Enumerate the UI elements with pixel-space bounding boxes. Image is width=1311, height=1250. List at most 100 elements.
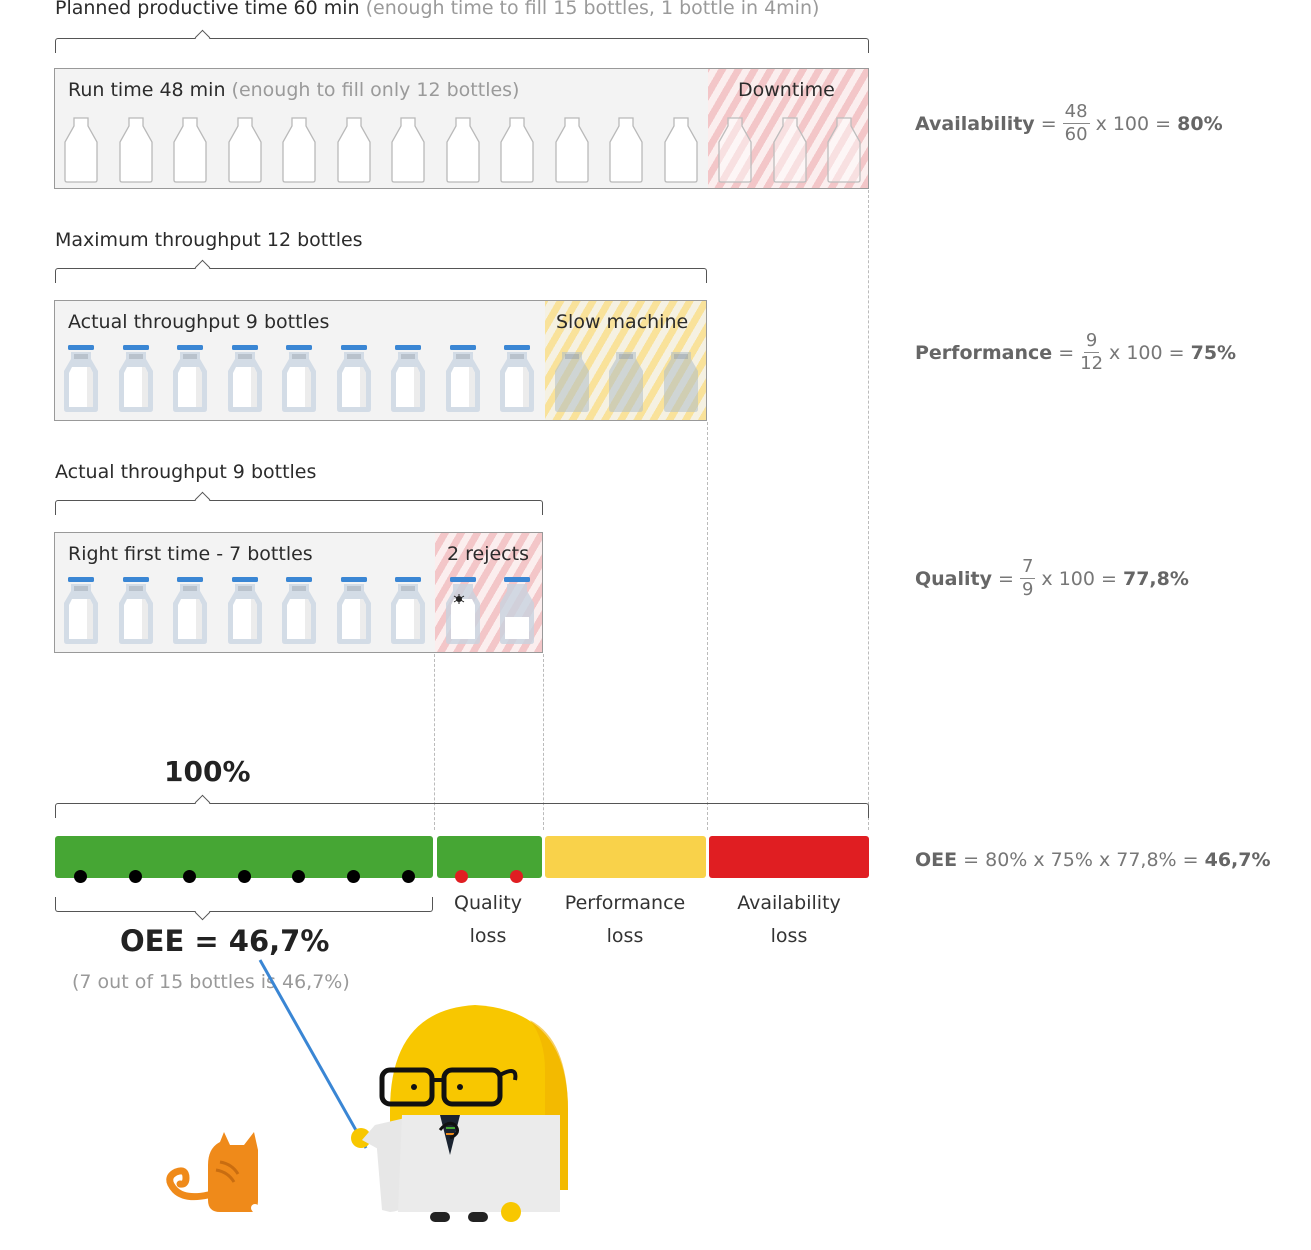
missing-bottle-icon [606,345,646,413]
empty-bottle-icon [225,116,265,184]
slow-machine-label: Slow machine [556,311,689,333]
denominator: 9 [1021,579,1034,600]
multiplier: x 100 = [1109,341,1185,364]
missing-bottle-icon [552,345,592,413]
milk-bottle-icon [443,345,483,413]
empty-bottle-icon [334,116,374,184]
contaminated-bottle-icon [443,577,483,645]
availability-loss-label: Availability loss [709,887,869,953]
downtime-bottle-icon [824,116,864,184]
performance-loss-label: Performance loss [545,887,705,953]
underfilled-bottle-icon [497,577,537,645]
empty-bottle-icon [279,116,319,184]
milk-bottle-icon [170,345,210,413]
eq: = [1058,341,1075,364]
milk-bottle-icon [388,577,428,645]
oee-name: OEE [915,849,958,871]
empty-bottle-icon [497,116,537,184]
run-time-note: (enough to fill only 12 bottles) [231,79,520,101]
empty-bottle-icon [170,116,210,184]
milk-bottle-icon [497,345,537,413]
actual-throughput-brace [55,491,543,515]
empty-bottle-icon [606,116,646,184]
actual-throughput-label: Actual throughput 9 bottles [68,311,330,333]
milk-bottle-icon [334,345,374,413]
cat-icon [166,1132,259,1212]
availability-loss-bar [709,836,869,878]
empty-bottle-icon [443,116,483,184]
guide-line [543,654,544,830]
milk-bottle-icon [225,345,265,413]
good-bottle-dot [128,870,142,883]
line: loss [469,925,507,947]
performance-loss-bar [545,836,706,878]
good-bottle-dot [347,870,360,883]
rejects-label: 2 rejects [447,543,529,565]
good-bottle-dot [183,870,197,883]
oee-formula: OEE = 80% x 75% x 77,8% = 46,7% [915,849,1271,871]
oee-result-label: OEE = 46,7% [120,924,330,958]
eq: = [998,567,1014,590]
good-bottle-dot [401,870,415,883]
professor-illustration [166,959,568,1222]
milk-bottle-icon [334,577,374,645]
quality-result: 77,8% [1122,567,1189,590]
line: Quality [454,892,522,914]
availability-name: Availability [915,112,1035,135]
downtime-bottle-icon [715,116,755,184]
line: Performance [564,892,686,914]
actual-throughput-title: Actual throughput 9 bottles [55,461,317,483]
good-bottle-dot [292,870,306,883]
good-bottle-dot [74,870,87,883]
empty-bottle-icon [388,116,428,184]
oee-expression: = 80% x 75% x 77,8% = [963,849,1199,871]
line: loss [606,925,644,947]
planned-time-title: Planned productive time 60 min (enough t… [55,0,819,19]
run-time-label: Run time 48 min (enough to fill only 12 … [68,79,519,101]
reject-bottle-dot [455,870,468,883]
milk-bottle-icon [116,345,156,413]
milk-bottle-icon [388,345,428,413]
performance-result: 75% [1190,341,1237,364]
milk-bottle-icon [61,577,101,645]
milk-bottle-icon [170,577,210,645]
guide-line [434,654,435,830]
right-first-time-panel: Right first time - 7 bottles 2 rejects [54,532,543,653]
quality-loss-bar [437,836,542,878]
numerator: 7 [1019,556,1036,579]
eq: = [1040,112,1057,135]
multiplier: x 100 = [1041,567,1117,590]
milk-bottle-icon [116,577,156,645]
multiplier: x 100 = [1095,112,1172,135]
availability-result: 80% [1177,112,1223,135]
run-time-text: Run time 48 min [68,79,226,101]
line: loss [770,925,808,947]
downtime-label: Downtime [738,79,835,101]
pointer-icon [258,959,368,1149]
line: Availability [737,892,841,914]
empty-bottle-icon [552,116,592,184]
empty-bottle-icon [61,116,101,184]
oee-brace [55,897,433,921]
quality-loss-label: Quality loss [440,887,536,953]
oee-result: 46,7% [1204,849,1271,871]
actual-throughput-panel: Actual throughput 9 bottles Slow machine [54,300,707,421]
denominator: 12 [1080,353,1104,374]
numerator: 9 [1083,330,1100,353]
reject-bottle-dot [509,870,523,883]
total-percent-label: 100% [164,755,251,788]
run-time-panel: Run time 48 min (enough to fill only 12 … [54,68,869,189]
max-throughput-brace [55,259,707,283]
good-bottle-dot [237,870,251,883]
planned-time-note: (enough time to fill 15 bottles, 1 bottl… [365,0,820,19]
right-first-time-label: Right first time - 7 bottles [68,543,313,565]
milk-bottle-icon [225,577,265,645]
denominator: 60 [1064,124,1088,145]
oee-note: (7 out of 15 bottles is 46,7%) [72,971,350,993]
